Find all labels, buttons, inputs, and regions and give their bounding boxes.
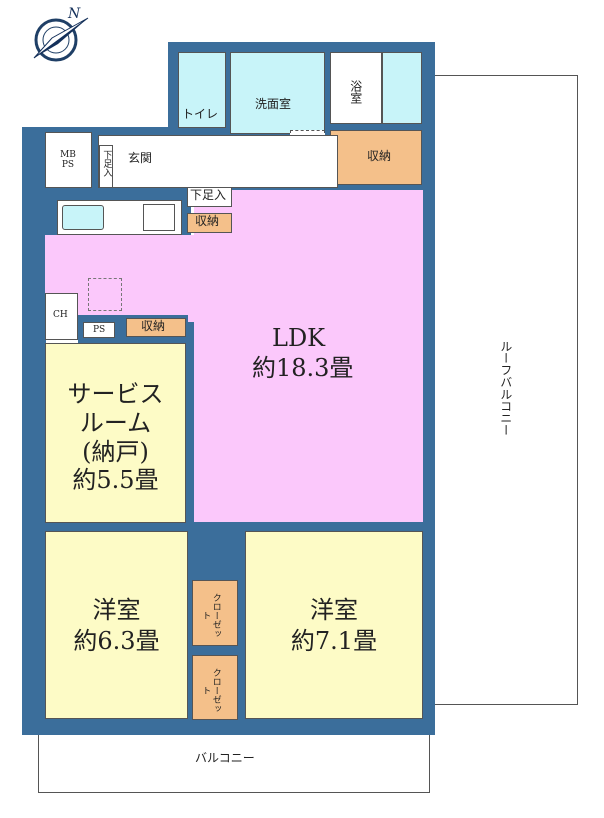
storage-service: [126, 318, 186, 337]
shoe-storage-entrance-label: 下足入: [101, 150, 112, 177]
bedroom-east-size: 約7.1畳: [290, 627, 378, 656]
bedroom-west-size: 約6.3畳: [73, 627, 160, 656]
bathtub: [382, 52, 422, 124]
closet-2: [192, 655, 238, 720]
washroom: [230, 52, 325, 134]
storage-hall-label: 収納: [195, 214, 220, 228]
washroom-label: 洗面室: [255, 97, 292, 111]
bathroom-label: 浴室: [348, 80, 363, 104]
bedroom-east: [245, 531, 423, 719]
shoe-storage-hall: [187, 187, 232, 207]
ldk-size: 約18.3畳: [252, 354, 354, 382]
entrance-label: 玄関: [128, 151, 153, 165]
fridge-space: [88, 278, 122, 311]
ldk-name: LDK: [272, 324, 326, 352]
storage-bath-label: 収納: [367, 149, 392, 163]
balcony-label: バルコニー: [195, 751, 255, 765]
service-room-line3: (納戸): [82, 437, 149, 466]
storage-hall: [187, 213, 232, 233]
storage-bath: [330, 130, 422, 185]
sink-icon: [62, 205, 104, 230]
stove-icon: [143, 204, 175, 231]
compass-north-label: N: [68, 6, 81, 22]
bathroom: [330, 52, 382, 124]
service-room-line1: サービス: [67, 380, 164, 408]
service-room-size: 約5.5畳: [72, 466, 159, 495]
ldk-main: [194, 190, 423, 522]
entrance: [98, 135, 338, 188]
ch: [45, 293, 78, 340]
wall-service: [186, 315, 194, 530]
ps-label: PS: [93, 325, 106, 335]
ps: [83, 322, 115, 338]
storage-service-label: 収納: [141, 319, 166, 333]
closet-2-label: クローゼット: [200, 667, 221, 713]
compass-icon: [33, 17, 89, 62]
bedroom-east-name: 洋室: [310, 596, 358, 624]
wall-west: [22, 127, 46, 735]
toilet-label: トイレ: [182, 107, 219, 121]
bedroom-west-name: 洋室: [92, 596, 141, 624]
service-room-line2: ルーム: [79, 408, 152, 437]
shoe-storage-entrance: [99, 145, 113, 188]
wall-mid: [40, 520, 430, 532]
toilet: [178, 52, 226, 128]
roof-balcony-label: ルーフバルコニー: [498, 340, 513, 436]
ch-label: CH: [53, 310, 68, 320]
wall-east: [422, 42, 435, 735]
service-room: [45, 343, 186, 523]
shoe-storage-hall-label: 下足入: [190, 188, 227, 202]
closet-1-label: クローゼット: [200, 592, 221, 638]
balcony: [38, 735, 430, 793]
bedroom-west: [45, 531, 188, 719]
wall-south: [22, 718, 435, 735]
closet-1: [192, 580, 238, 646]
mbps: [45, 132, 92, 188]
mbps-label: MB PS: [60, 150, 76, 171]
